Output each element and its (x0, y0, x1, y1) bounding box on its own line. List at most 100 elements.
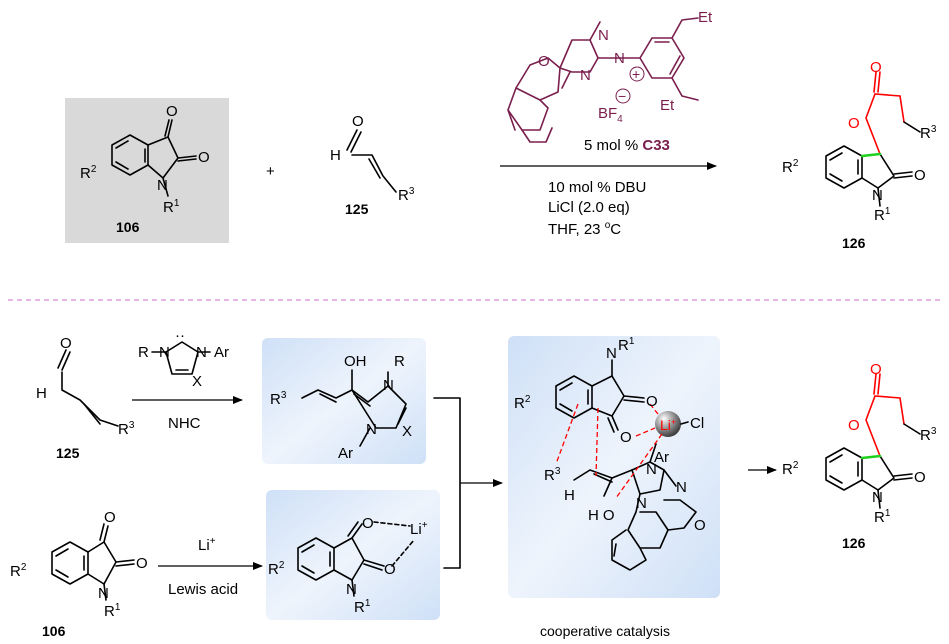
isatin-o1: O (166, 103, 178, 120)
ts-cl: Cl (690, 415, 704, 432)
li-isatin-complex: O O Li+ N R2 R1 (268, 515, 428, 616)
product-o-amide: O (914, 167, 926, 184)
li-complex-box (266, 490, 440, 620)
compound-id-106-top: 106 (116, 219, 140, 235)
breslow-n-top: N (383, 377, 394, 394)
cat-n1: N (598, 27, 609, 44)
mech-product-o-top: O (870, 361, 882, 378)
ts-o-ring: O (694, 517, 706, 534)
lewis-acid-reagent: Li+ (198, 536, 216, 554)
isatin-n: N (157, 177, 168, 194)
mech-product-o-amide: O (914, 469, 926, 486)
product-r1: R1 (874, 206, 891, 224)
cat-minus-circle (615, 88, 631, 104)
isatin-o2: O (198, 149, 210, 166)
nhc-lone-pair: ·· (175, 327, 185, 344)
product-n: N (872, 187, 883, 204)
breslow-box (262, 338, 426, 464)
isatin-mech-o2: O (136, 555, 148, 572)
ts-o1: O (646, 393, 658, 410)
cat-loading: 5 mol % C33 (584, 137, 670, 154)
enal-h: H (330, 147, 341, 164)
aldehyde-125: O H R3 125 (36, 335, 135, 461)
substrate-106-highlight (65, 98, 229, 243)
breslow-ar: Ar (338, 445, 353, 462)
ts-li: Li+ (660, 417, 676, 433)
nhc-carbene: R N N Ar X ·· (138, 327, 229, 390)
ts-r1: R1 (618, 336, 635, 354)
compound-id-125-top: 125 (345, 201, 369, 217)
compound-id-126-mech: 126 (842, 535, 866, 551)
breslow-r: R (394, 353, 405, 370)
cat-n3: N (580, 67, 591, 84)
isatin-r1: R1 (163, 198, 180, 216)
enal-r3: R3 (398, 186, 415, 204)
breslow-x: X (402, 423, 412, 440)
mech-product-r1: R1 (874, 508, 891, 526)
li-complex-r2: R2 (268, 560, 285, 578)
cat-minus: − (618, 88, 626, 104)
product-o-ring: O (848, 115, 860, 132)
catalyst-c33: O N N N + − Et Et BF4 5 mol % C33 (507, 9, 713, 154)
compound-id-126-top: 126 (842, 235, 866, 251)
plus-sign: + (266, 163, 275, 180)
nhc-x: X (192, 373, 202, 390)
isatin-106-mech: O O N R2 R1 106 (10, 509, 148, 639)
ts-o2: O (620, 429, 632, 446)
mech-product-o-ring: O (848, 417, 860, 434)
isatin-r2: R2 (80, 164, 97, 182)
nhc-r: R (138, 344, 149, 361)
isatin-mech-r1: R1 (104, 602, 121, 620)
isatin-mech-n: N (98, 585, 109, 602)
ts-r2: R2 (514, 394, 531, 412)
breslow-intermediate: OH R3 N R N X Ar (270, 353, 412, 462)
nhc-n1: N (159, 344, 170, 361)
cat-o: O (538, 53, 550, 70)
cat-et-top: Et (698, 9, 713, 26)
ts-n-b: N (676, 479, 687, 496)
ts-n-a: N (646, 461, 657, 478)
enal-o: O (352, 113, 364, 130)
conditions: 10 mol % DBU LiCl (2.0 eq) THF, 23 oC (548, 179, 646, 238)
lewis-acid-label: Lewis acid (168, 581, 238, 598)
product-r2: R2 (782, 158, 799, 176)
isatin-mech-o1: O (104, 509, 116, 526)
condition-1: 10 mol % DBU (548, 179, 646, 196)
cat-n2: N (614, 50, 625, 67)
product-126-top: O O O N R2 R3 R1 126 (782, 59, 937, 251)
nhc-label: NHC (168, 415, 201, 432)
compound-id-125-mech: 125 (56, 445, 80, 461)
ts-r3: R3 (544, 466, 561, 484)
li-complex-r1: R1 (354, 598, 371, 616)
breslow-n-bottom: N (366, 421, 377, 438)
mech-product-n: N (872, 489, 883, 506)
cat-et-bottom: Et (660, 97, 675, 114)
breslow-r3: R3 (270, 390, 287, 408)
product-r3: R3 (920, 124, 937, 142)
cat-plus-circle (629, 66, 645, 82)
cat-plus: + (632, 66, 640, 82)
aldehyde-h: H (36, 385, 47, 402)
ts-box (508, 336, 720, 598)
ts-h: H (564, 487, 575, 504)
product-o-top: O (870, 59, 882, 76)
li-complex-o1: O (362, 515, 374, 532)
mech-product-r3: R3 (920, 426, 937, 444)
condition-3: THF, 23 oC (548, 220, 621, 238)
ts-ar: Ar (654, 449, 669, 466)
aldehyde-r3: R3 (118, 420, 135, 438)
isatin-mech-r2: R2 (10, 562, 27, 580)
nhc-ar: Ar (214, 344, 229, 361)
li-complex-n: N (346, 581, 357, 598)
li-complex-li: Li+ (410, 520, 428, 538)
ts-n-c: N (636, 495, 647, 512)
li-sphere (655, 411, 681, 437)
cat-counterion: BF4 (598, 105, 623, 125)
aldehyde-o: O (60, 335, 72, 352)
compound-id-106-mech: 106 (42, 623, 66, 639)
li-complex-o2: O (384, 561, 396, 578)
enal-125-top: O H R3 125 (330, 113, 415, 217)
condition-2: LiCl (2.0 eq) (548, 199, 630, 216)
